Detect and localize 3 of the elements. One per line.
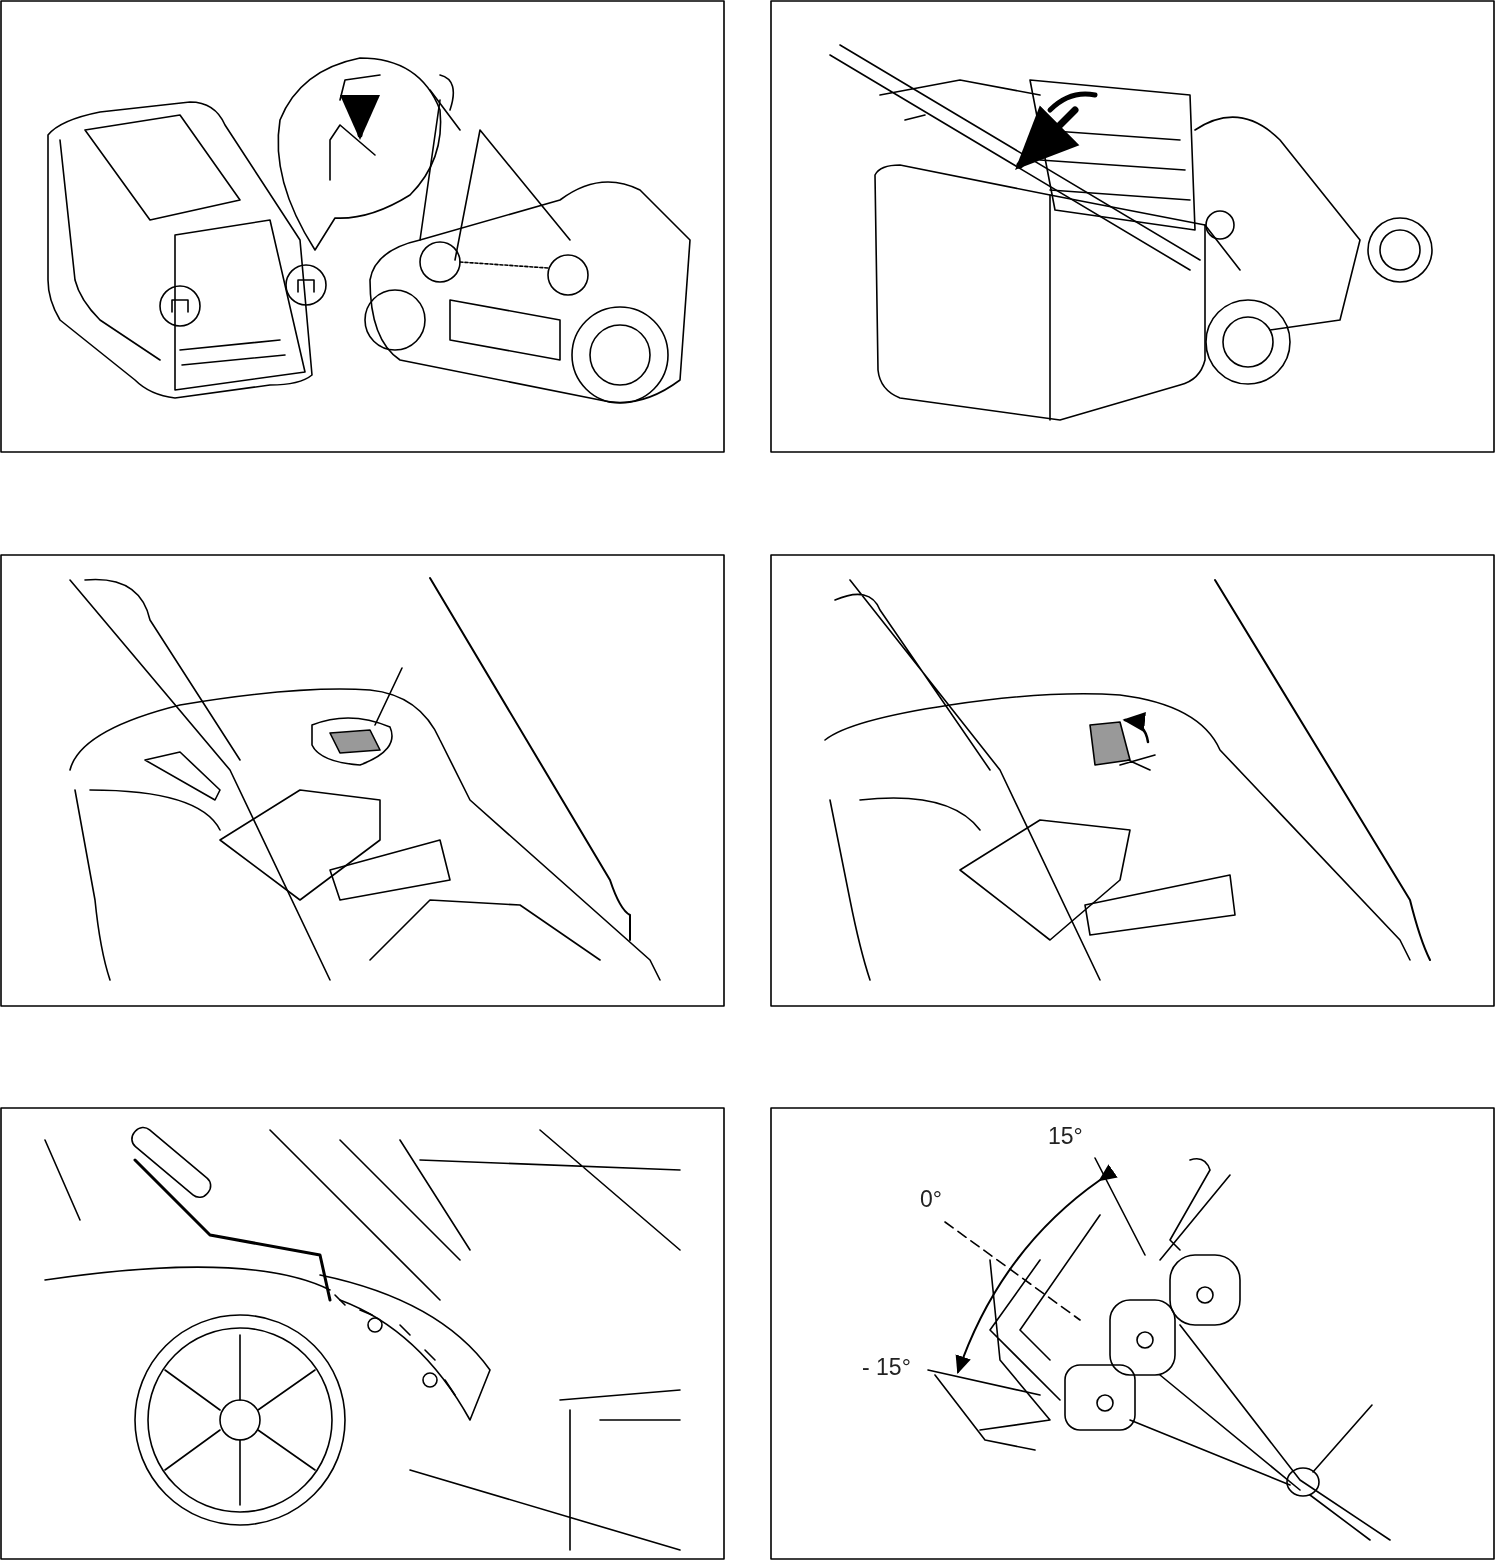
angle-label: 15°: [1048, 1125, 1083, 1148]
angle-label: - 15°: [862, 1356, 911, 1379]
angle-label: 0°: [920, 1188, 942, 1211]
